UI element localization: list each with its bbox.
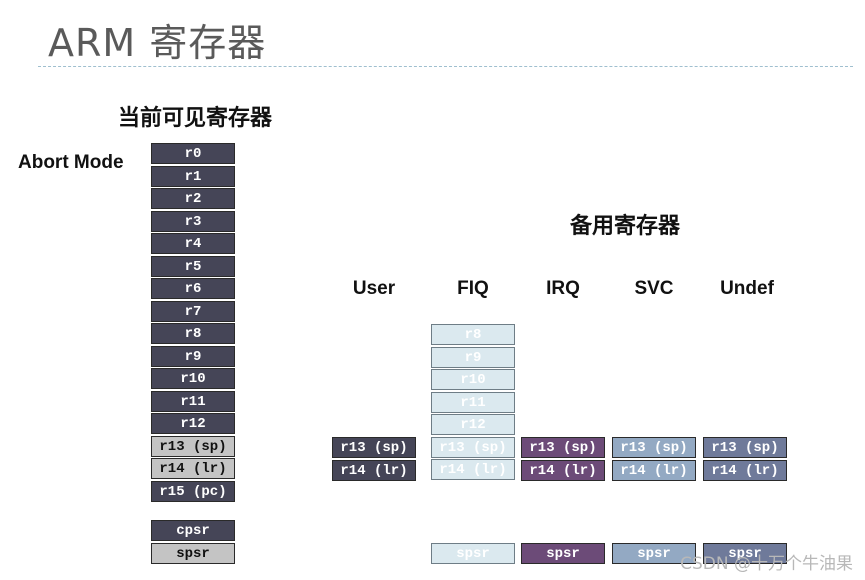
irq-registers-column: r13 (sp) r14 (lr) (521, 437, 605, 482)
irq-register-r14-lr: r14 (lr) (521, 459, 605, 481)
fiq-registers-column: r8 r9 r10 r11 r12 r13 (sp) r14 (lr) (431, 324, 515, 482)
register-r9: r9 (151, 345, 235, 367)
column-header-svc: SVC (634, 278, 674, 299)
current-registers-heading: 当前可见寄存器 (118, 106, 273, 131)
register-r6: r6 (151, 278, 235, 299)
current-registers-column: r0 r1 r2 r3 r4 r5 r6 r7 r8 r9 r10 r11 r1… (151, 143, 235, 503)
irq-register-spsr: spsr (521, 543, 605, 564)
register-spsr: spsr (151, 542, 235, 564)
register-r8: r8 (151, 323, 235, 344)
fiq-register-r9: r9 (431, 346, 515, 368)
fiq-register-r14-lr: r14 (lr) (431, 459, 515, 480)
register-r13-sp: r13 (sp) (151, 435, 235, 457)
register-r3: r3 (151, 210, 235, 232)
user-registers-column: r13 (sp) r14 (lr) (332, 437, 416, 482)
register-r0: r0 (151, 143, 235, 164)
register-r5: r5 (151, 255, 235, 277)
column-header-undef: Undef (720, 278, 774, 299)
page-title: ARM 寄存器 (48, 21, 267, 65)
user-register-r13-sp: r13 (sp) (332, 437, 416, 458)
register-r2: r2 (151, 188, 235, 209)
register-r11: r11 (151, 390, 235, 412)
undef-status-column: spsr (703, 543, 787, 566)
current-status-column: cpsr spsr (151, 520, 235, 565)
fiq-register-r12: r12 (431, 414, 515, 435)
undef-register-spsr: spsr (703, 543, 787, 564)
register-r15-pc: r15 (pc) (151, 480, 235, 502)
register-cpsr: cpsr (151, 520, 235, 541)
title-divider (38, 66, 853, 67)
register-r10: r10 (151, 368, 235, 389)
svc-status-column: spsr (612, 543, 696, 566)
svc-register-r13-sp: r13 (sp) (612, 437, 696, 458)
fiq-register-r13-sp: r13 (sp) (431, 436, 515, 458)
svc-registers-column: r13 (sp) r14 (lr) (612, 437, 696, 482)
mode-label: Abort Mode (18, 152, 124, 173)
column-header-user: User (352, 278, 396, 299)
irq-status-column: spsr (521, 543, 605, 566)
watermark: CSDN @十万个牛油果 (680, 554, 853, 574)
register-r12: r12 (151, 413, 235, 434)
fiq-register-spsr: spsr (431, 543, 515, 564)
fiq-register-r11: r11 (431, 391, 515, 413)
register-r7: r7 (151, 300, 235, 322)
svc-register-r14-lr: r14 (lr) (612, 459, 696, 481)
undef-register-r14-lr: r14 (lr) (703, 459, 787, 481)
column-header-irq: IRQ (546, 278, 580, 299)
register-r4: r4 (151, 233, 235, 254)
register-r14-lr: r14 (lr) (151, 458, 235, 479)
undef-registers-column: r13 (sp) r14 (lr) (703, 437, 787, 482)
fiq-register-r8: r8 (431, 324, 515, 345)
irq-register-r13-sp: r13 (sp) (521, 437, 605, 458)
fiq-register-r10: r10 (431, 369, 515, 390)
user-register-r14-lr: r14 (lr) (332, 459, 416, 481)
banked-registers-heading: 备用寄存器 (570, 214, 681, 239)
column-header-fiq: FIQ (457, 278, 489, 299)
undef-register-r13-sp: r13 (sp) (703, 437, 787, 458)
register-r1: r1 (151, 165, 235, 187)
svc-register-spsr: spsr (612, 543, 696, 564)
fiq-status-column: spsr (431, 543, 515, 566)
